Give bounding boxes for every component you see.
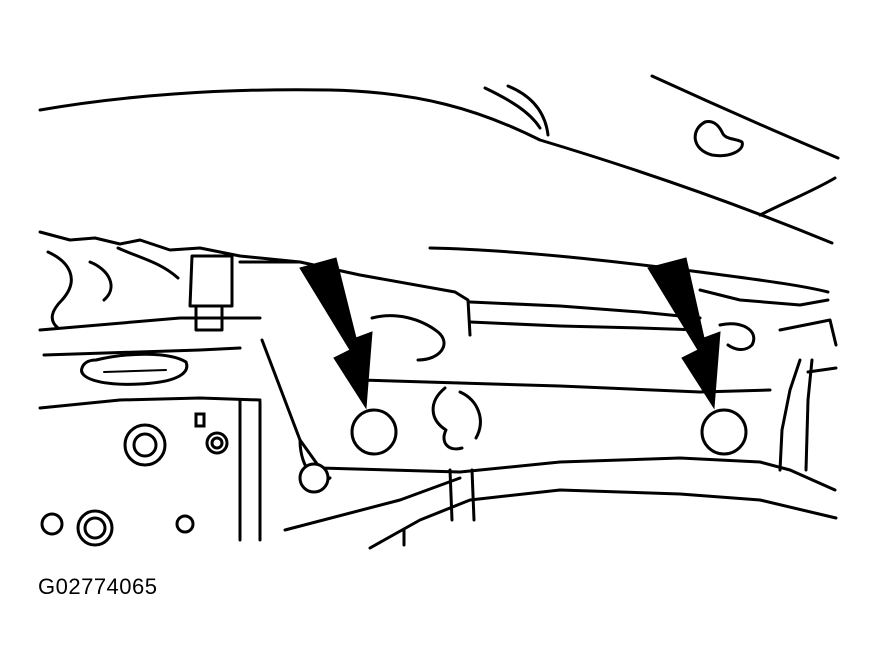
small-hole <box>175 514 195 534</box>
arrow-icon-left <box>299 257 373 410</box>
callout-arrows <box>299 257 721 410</box>
marked-hole-right <box>700 408 748 456</box>
marked-hole-left <box>350 408 398 456</box>
arrow-icon-right <box>647 257 721 410</box>
grommet-hole-inner <box>83 516 107 540</box>
small-slot <box>194 412 206 428</box>
small-hole <box>40 512 64 536</box>
upper-panel-outline <box>38 74 840 245</box>
fastener-holes <box>40 412 330 547</box>
highlighted-holes <box>350 408 748 456</box>
bracket-hole <box>298 462 330 494</box>
grommet-hole-inner <box>132 432 158 458</box>
left-panel-outline <box>38 316 262 542</box>
figure-code-label: G02774065 <box>38 574 158 599</box>
small-hole-inner <box>210 436 224 450</box>
